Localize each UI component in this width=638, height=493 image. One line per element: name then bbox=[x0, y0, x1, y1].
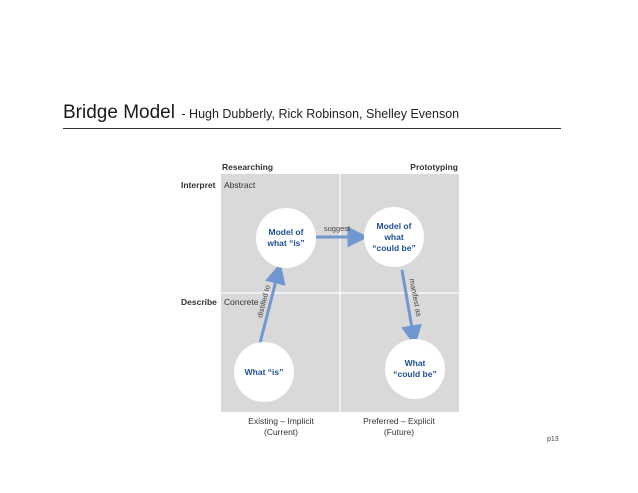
footer-left-line-1: Existing – Implicit bbox=[248, 416, 314, 426]
arrow-distilled-to bbox=[258, 262, 286, 344]
node-model-could-line-1: Model of bbox=[377, 221, 412, 231]
row-header-interpret: Interpret bbox=[181, 180, 216, 190]
node-what-could-line-2: “could be” bbox=[393, 369, 436, 379]
node-model-could-line-2: what bbox=[383, 232, 404, 242]
arrow-manifest-as bbox=[400, 269, 422, 347]
level-label-concrete: Concrete bbox=[224, 297, 259, 307]
row-header-describe: Describe bbox=[181, 297, 217, 307]
slide-title-authors: - Hugh Dubberly, Rick Robinson, Shelley … bbox=[181, 107, 460, 121]
col-header-prototyping: Prototyping bbox=[410, 162, 458, 172]
level-label-abstract: Abstract bbox=[224, 180, 256, 190]
node-model-is-line-1: Model of bbox=[269, 227, 304, 237]
footer-left-line-2: (Current) bbox=[264, 427, 298, 437]
node-what-is-line-1: What “is” bbox=[245, 367, 284, 377]
col-header-researching: Researching bbox=[222, 162, 273, 172]
slide-title-main: Bridge Model bbox=[63, 102, 175, 123]
node-what-is: What “is” bbox=[234, 342, 294, 402]
footer-right-line-2: (Future) bbox=[384, 427, 414, 437]
arrow-label-suggest: suggest bbox=[324, 224, 351, 233]
node-what-could-line-1: What bbox=[405, 358, 426, 368]
node-what-could-be: What “could be” bbox=[385, 339, 445, 399]
slide-title: Bridge Model - Hugh Dubberly, Rick Robin… bbox=[63, 102, 459, 124]
title-rule bbox=[63, 128, 561, 129]
footer-right-line-1: Preferred – Explicit bbox=[363, 416, 435, 426]
node-model-is-line-2: what “is” bbox=[266, 238, 304, 248]
page-number: p13 bbox=[547, 436, 559, 443]
node-model-could-line-3: “could be” bbox=[372, 243, 415, 253]
node-model-of-what-could-be: Model of what “could be” bbox=[364, 207, 424, 267]
node-model-of-what-is: Model of what “is” bbox=[256, 208, 316, 268]
